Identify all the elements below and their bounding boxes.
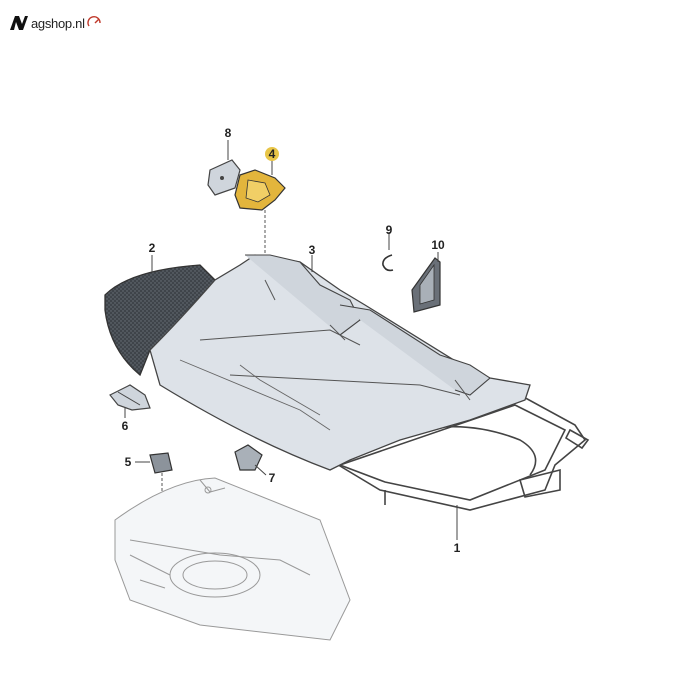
callout-7: 7 xyxy=(269,471,276,485)
callout-1: 1 xyxy=(454,541,461,555)
leader-lines xyxy=(151,255,458,540)
part-8-clip xyxy=(207,140,241,196)
seat-cover xyxy=(149,254,531,471)
callout-5: 5 xyxy=(125,455,132,469)
callout-3: 3 xyxy=(309,243,316,257)
part-9-clip xyxy=(382,232,394,272)
callout-2: 2 xyxy=(149,241,156,255)
logo-mark-icon xyxy=(10,16,28,30)
seat-frame xyxy=(328,394,590,511)
part-4-bracket xyxy=(234,160,286,255)
callout-6: 6 xyxy=(122,419,129,433)
logo-swoosh-icon xyxy=(87,16,101,27)
callouts: 1 2 3 4 5 6 7 8 9 10 xyxy=(122,126,461,555)
logo-text: agshop.nl xyxy=(31,15,85,31)
callout-4: 4 xyxy=(269,147,276,161)
callout-10: 10 xyxy=(431,238,445,252)
callout-9: 9 xyxy=(386,223,393,237)
part-6-bracket xyxy=(109,384,151,418)
callout-8: 8 xyxy=(225,126,232,140)
part-10-wedge xyxy=(411,252,441,313)
callout-4-highlight xyxy=(265,147,279,161)
logo: agshop.nl xyxy=(8,12,104,34)
part-7-clip xyxy=(234,444,267,476)
vehicle-floor xyxy=(114,477,351,641)
